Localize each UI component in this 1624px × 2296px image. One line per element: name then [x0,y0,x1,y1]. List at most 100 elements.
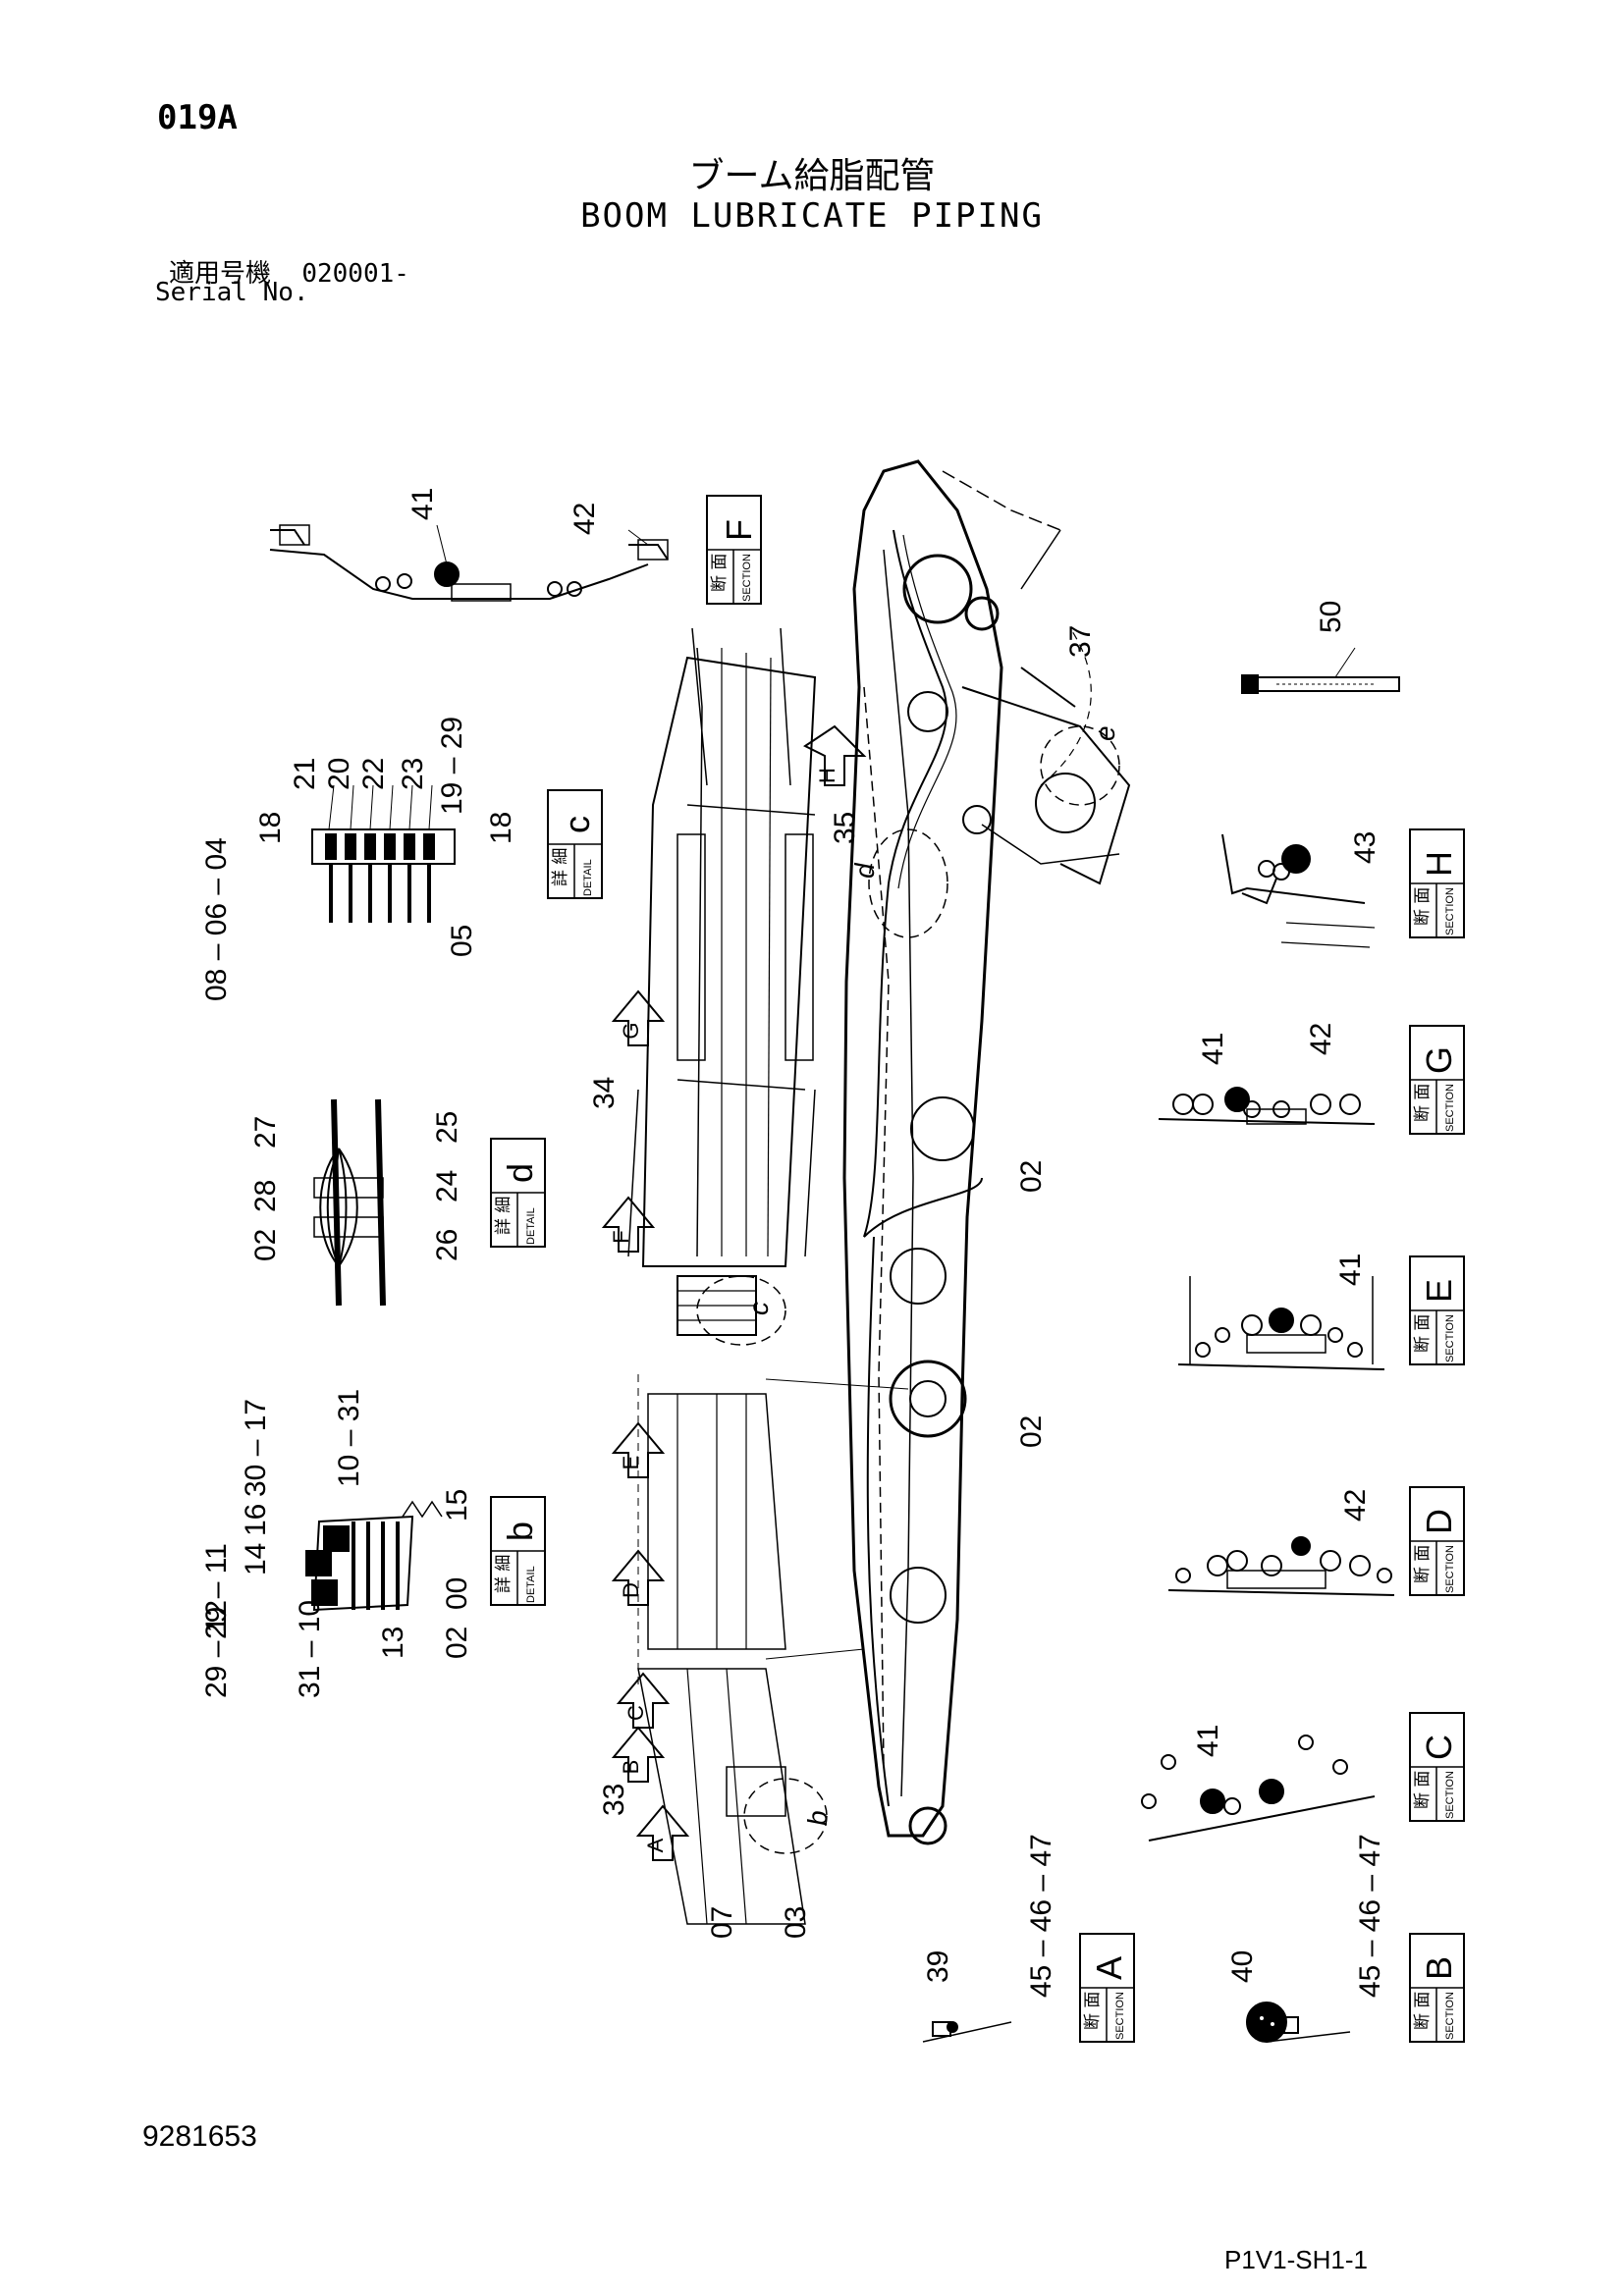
serial-label-jp: 適用号機 [169,259,272,289]
label-d02: 02 [249,1229,282,1261]
band-clip-50 [1241,647,1400,694]
label-m07: 07 [706,1906,738,1939]
label-sc41: 41 [1192,1725,1224,1757]
section-d-view [1167,1536,1395,1596]
label-c22: 22 [357,758,390,790]
section-h-jp: 断 面 [1413,887,1433,926]
label-d42: 42 [1339,1489,1372,1522]
section-f-letter: F [719,519,759,541]
label-m50: 50 [1315,601,1347,633]
detail-callouts [696,725,1120,1854]
arrow-d-label: D [619,1582,643,1598]
label-c23: 23 [397,758,429,790]
boom-hose-assembly [627,627,909,1925]
label-b00: 00 [441,1577,473,1610]
label-b31-10: 31 – 10 [294,1600,326,1698]
label-c20: 20 [323,758,355,790]
section-b-en: SECTION [1444,1992,1456,2040]
section-c-letter: C [1419,1735,1459,1760]
serial-line-japanese: 適用号機 020001- [169,253,409,290]
document-number: 9281653 [142,2120,257,2153]
detail-c-letter: c [557,816,597,833]
callout-c: c [743,1302,774,1315]
label-f42: 42 [568,503,601,535]
section-e-en: SECTION [1444,1314,1456,1362]
label-b16: 16 [240,1504,272,1536]
section-f-en: SECTION [741,554,753,602]
detail-d-jp: 詳 細 [494,1197,514,1235]
label-c05: 05 [446,925,478,957]
section-c-en: SECTION [1444,1771,1456,1819]
label-e41: 41 [1334,1254,1367,1286]
label-m37: 37 [1064,625,1097,658]
callout-d: d [849,862,880,879]
detail-b-jp: 詳 細 [494,1555,514,1593]
section-h-letter: H [1419,851,1459,877]
arrow-b-label: B [619,1760,643,1775]
detail-d-view [313,1098,386,1307]
page-code: 019A [157,98,238,137]
serial-label-english: Serial No. [155,278,309,307]
label-b40: 40 [1226,1950,1259,1983]
boom-structure [842,459,1131,1845]
section-d-jp: 断 面 [1413,1545,1433,1583]
section-a-letter: A [1089,1956,1129,1980]
arrow-h-label: H [815,768,839,783]
section-e-view [1177,1276,1385,1370]
arrow-a-label: A [643,1838,668,1852]
section-g-jp: 断 面 [1413,1084,1433,1122]
arrow-g-label: G [619,1022,643,1039]
label-g41: 41 [1197,1033,1229,1065]
label-d24: 24 [431,1170,463,1202]
label-h43: 43 [1349,831,1381,864]
detail-b-view [305,1500,443,1612]
section-h-en: SECTION [1444,887,1456,935]
label-m03: 03 [780,1906,812,1939]
label-a39: 39 [922,1950,954,1983]
section-c-view [1141,1735,1376,1842]
title-english: BOOM LUBRICATE PIPING [580,196,1044,236]
label-m02b: 02 [1015,1415,1048,1448]
label-f41: 41 [406,488,439,520]
sheet-code: P1V1-SH1-1 [1224,2245,1368,2274]
detail-c-jp: 詳 細 [551,848,570,886]
detail-c-en: DETAIL [582,859,594,896]
section-b-letter: B [1419,1956,1459,1980]
label-g42: 42 [1305,1023,1337,1055]
label-d25: 25 [431,1111,463,1144]
label-b29-12: 29 – 12 [200,1600,233,1698]
label-d28: 28 [249,1180,282,1212]
section-g-view [1158,1087,1376,1125]
section-g-letter: G [1419,1046,1459,1074]
section-c-jp: 断 面 [1413,1771,1433,1809]
callout-b: b [802,1810,833,1826]
label-m02a: 02 [1015,1160,1048,1193]
label-b15: 15 [441,1489,473,1522]
section-a-view [922,2021,1012,2043]
section-f-jp: 断 面 [710,554,730,592]
arrow-e-label: E [619,1456,643,1470]
label-c18b: 18 [485,812,517,844]
label-d26: 26 [431,1229,463,1261]
section-d-letter: D [1419,1509,1459,1534]
section-view-arrows [601,724,867,1861]
section-a-jp: 断 面 [1083,1992,1103,2030]
title-japanese: ブーム給脂配管 [688,156,936,196]
label-a45-46-47: 45 – 46 – 47 [1025,1834,1057,1998]
serial-value: 020001- [301,259,409,289]
label-c08-06-04: 08 – 06 – 04 [200,837,233,1001]
label-d27: 27 [249,1116,282,1148]
arrow-c-label: C [623,1705,648,1721]
label-m34: 34 [588,1077,621,1109]
label-sb45-46-47: 45 – 46 – 47 [1354,1834,1386,1998]
label-m35: 35 [829,812,861,844]
label-b02: 02 [441,1627,473,1659]
label-b13: 13 [377,1627,409,1659]
label-b29-11: 29 – 11 [200,1543,233,1639]
section-d-en: SECTION [1444,1545,1456,1593]
section-e-letter: E [1419,1279,1459,1303]
section-a-en: SECTION [1114,1992,1126,2040]
callout-e: e [1090,725,1120,741]
label-m33: 33 [598,1784,630,1816]
